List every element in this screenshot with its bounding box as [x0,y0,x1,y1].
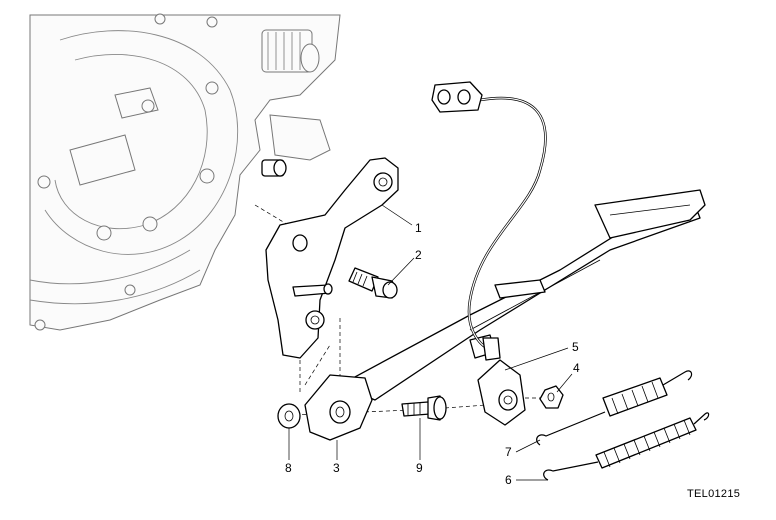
callout-labels: 1 2 3 4 5 6 7 8 9 [285,221,580,487]
side-stand-switch [431,81,547,426]
side-stand-leg [304,189,706,441]
engine-casing [29,13,341,331]
callout-4: 4 [573,361,580,375]
leader-lines [288,204,573,481]
callout-2: 2 [415,248,422,262]
pivot-bolt [401,395,447,421]
side-stand-bracket [265,157,399,359]
reference-code: TEL01215 [687,488,740,500]
callout-5: 5 [572,340,579,354]
callout-1: 1 [415,221,422,235]
callout-6: 6 [505,473,512,487]
callout-3: 3 [333,461,340,475]
callout-7: 7 [505,445,512,459]
callout-9: 9 [416,461,423,475]
outer-spring [543,412,710,481]
inner-spring [536,370,693,446]
callout-8: 8 [285,461,292,475]
pivot-washer [277,403,301,429]
